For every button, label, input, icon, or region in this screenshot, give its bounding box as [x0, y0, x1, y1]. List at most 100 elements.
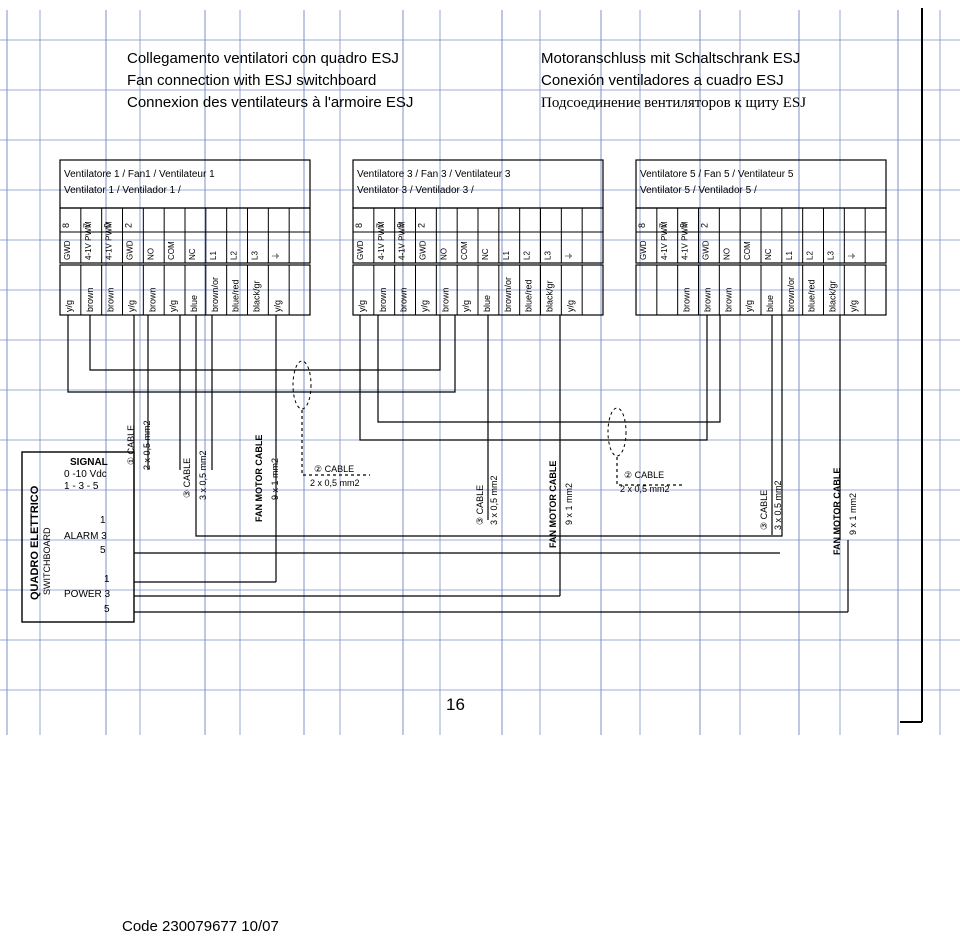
fan-header-line1: Ventilatore 5 / Fan 5 / Ventilateur 5: [640, 169, 794, 180]
terminal-label: L2: [806, 251, 815, 260]
wire-color-label: y/g: [461, 300, 471, 312]
pin-number: 8: [637, 223, 647, 228]
terminal-label: 4-1V PWM: [377, 221, 386, 260]
cable2-marker: [292, 360, 312, 410]
diagram-drawing: Ventilatore 1 / Fan1 / Ventilateur 1 Vent…: [21, 8, 923, 723]
wire-color-label: brown: [106, 287, 116, 312]
fan5-gnd-wire: [359, 315, 708, 441]
alarm-label: ALARM 3: [64, 531, 107, 542]
wire-color-label: y/g: [565, 300, 575, 312]
wire-color-label: brown: [147, 287, 157, 312]
signal-label: 1 - 3 - 5: [64, 481, 99, 492]
signal-wire-gnd: [67, 315, 456, 393]
cable-label: FAN MOTOR CABLE: [548, 461, 558, 548]
terminal-label: NO: [439, 248, 448, 260]
fan-header-line1: Ventilatore 3 / Fan 3 / Ventilateur 3: [357, 169, 511, 180]
signal-label: SIGNAL: [70, 457, 108, 468]
terminal-label: GWD: [63, 240, 72, 260]
wire-color-label: blue: [189, 295, 199, 312]
cable-spec: 2 x 0,5 mm2: [310, 478, 360, 488]
pin-number: 7: [375, 223, 385, 228]
fan-header-line2: Ventilator 5 / Ventilador 5 /: [640, 185, 757, 196]
document-code: Code 230079677 10/07: [122, 918, 279, 935]
pin-number: 2: [417, 223, 427, 228]
terminal-label: L2: [523, 251, 532, 260]
cable-spec: 2 x 0,5 mm2: [142, 420, 152, 470]
cable-spec: 3 x 0,5 mm2: [198, 450, 208, 500]
pin-number: 7: [82, 223, 92, 228]
terminal-label: GWD: [639, 240, 648, 260]
pin-number: 2: [124, 223, 134, 228]
fan-header-box: [59, 159, 311, 209]
pin-number: 3: [396, 223, 406, 228]
pin-number: 3: [679, 223, 689, 228]
title-es: Conexión ventiladores a cuadro ESJ: [541, 72, 784, 89]
title-fr: Connexion des ventilateurs à l'armoire E…: [127, 94, 414, 111]
cable-spec: 3 x 0,5 mm2: [489, 475, 499, 525]
cable-label: ② CABLE: [624, 470, 664, 480]
fan-header-box: [635, 159, 887, 209]
wire-color-label: brown: [440, 287, 450, 312]
terminal-label: L3: [544, 251, 553, 260]
alarm-terminal-5: 5: [100, 545, 106, 556]
wire-color-label: brown/or: [210, 277, 220, 312]
wire-color-label: y/g: [64, 300, 74, 312]
switchboard-subtitle: SWITCHBOARD: [42, 527, 52, 595]
fan5-pwm-wire: [377, 315, 721, 423]
terminal-label: L3: [251, 251, 260, 260]
fan-header-line1: Ventilatore 1 / Fan1 / Ventilateur 1: [64, 169, 215, 180]
page-number: 16: [446, 695, 465, 714]
wire-color-label: y/g: [420, 300, 430, 312]
power-terminal-5: 5: [104, 604, 110, 615]
wire-color-label: y/g: [357, 300, 367, 312]
wire-color-label: blue/red: [524, 279, 534, 312]
title-en: Fan connection with ESJ switchboard: [127, 72, 377, 89]
terminal-label: L2: [230, 251, 239, 260]
pin-number: 2: [700, 223, 710, 228]
title-block-right: Motoranschluss mit Schaltschrank ESJ Con…: [541, 48, 806, 114]
wire-color-label: y/g: [272, 300, 282, 312]
cable-label: ② CABLE: [314, 464, 354, 474]
cable-spec: 9 x 1 mm2: [270, 458, 280, 500]
terminal-label: L1: [209, 251, 218, 260]
power-terminal-1: 1: [104, 574, 110, 585]
signal-label: 0 -10 Vdc: [64, 469, 107, 480]
power-label: POWER 3: [64, 589, 111, 600]
terminal-label: L1: [785, 251, 794, 260]
terminal-label: 4-1V PWM: [660, 221, 669, 260]
terminal-label: NO: [722, 248, 731, 260]
terminal-label: COM: [167, 241, 176, 260]
terminal-label: 4-1V PWM: [84, 221, 93, 260]
terminal-label: NO: [146, 248, 155, 260]
fan-header-line2: Ventilator 3 / Ventilador 3 /: [357, 185, 474, 196]
pin-number: 0: [103, 223, 113, 228]
terminal-label: COM: [743, 241, 752, 260]
cable2-dashed: [301, 410, 370, 476]
cable-label: ① CABLE: [126, 425, 136, 465]
terminal-label: NC: [188, 248, 197, 260]
terminal-label: NC: [481, 248, 490, 260]
wire-color-label: blue/red: [807, 279, 817, 312]
terminal-label: GWD: [126, 240, 135, 260]
wire-color-label: black/gr: [252, 280, 262, 312]
wire-color-label: brown: [723, 287, 733, 312]
cable-label: ③ CABLE: [759, 490, 769, 530]
title-de: Motoranschluss mit Schaltschrank ESJ: [541, 50, 801, 67]
wire-color-label: y/g: [168, 300, 178, 312]
terminal-label: GWD: [702, 240, 711, 260]
terminal-label: 4-1V PWM: [105, 221, 114, 260]
wire-color-label: blue/red: [231, 279, 241, 312]
wire-color-label: brown: [85, 287, 95, 312]
terminal-label: 4-1V PWM: [398, 221, 407, 260]
wire-color-label: blue: [765, 295, 775, 312]
terminal-label: 4-1V PWM: [681, 221, 690, 260]
wire-color-label: brown/or: [786, 277, 796, 312]
wire-color-label: brown: [682, 287, 692, 312]
terminal-label: GWD: [419, 240, 428, 260]
cable-spec: 9 x 1 mm2: [564, 483, 574, 525]
terminal-label: COM: [460, 241, 469, 260]
fan-header-box: [352, 159, 604, 209]
wire-color-label: y/g: [848, 300, 858, 312]
title-it: Collegamento ventilatori con quadro ESJ: [127, 50, 399, 67]
